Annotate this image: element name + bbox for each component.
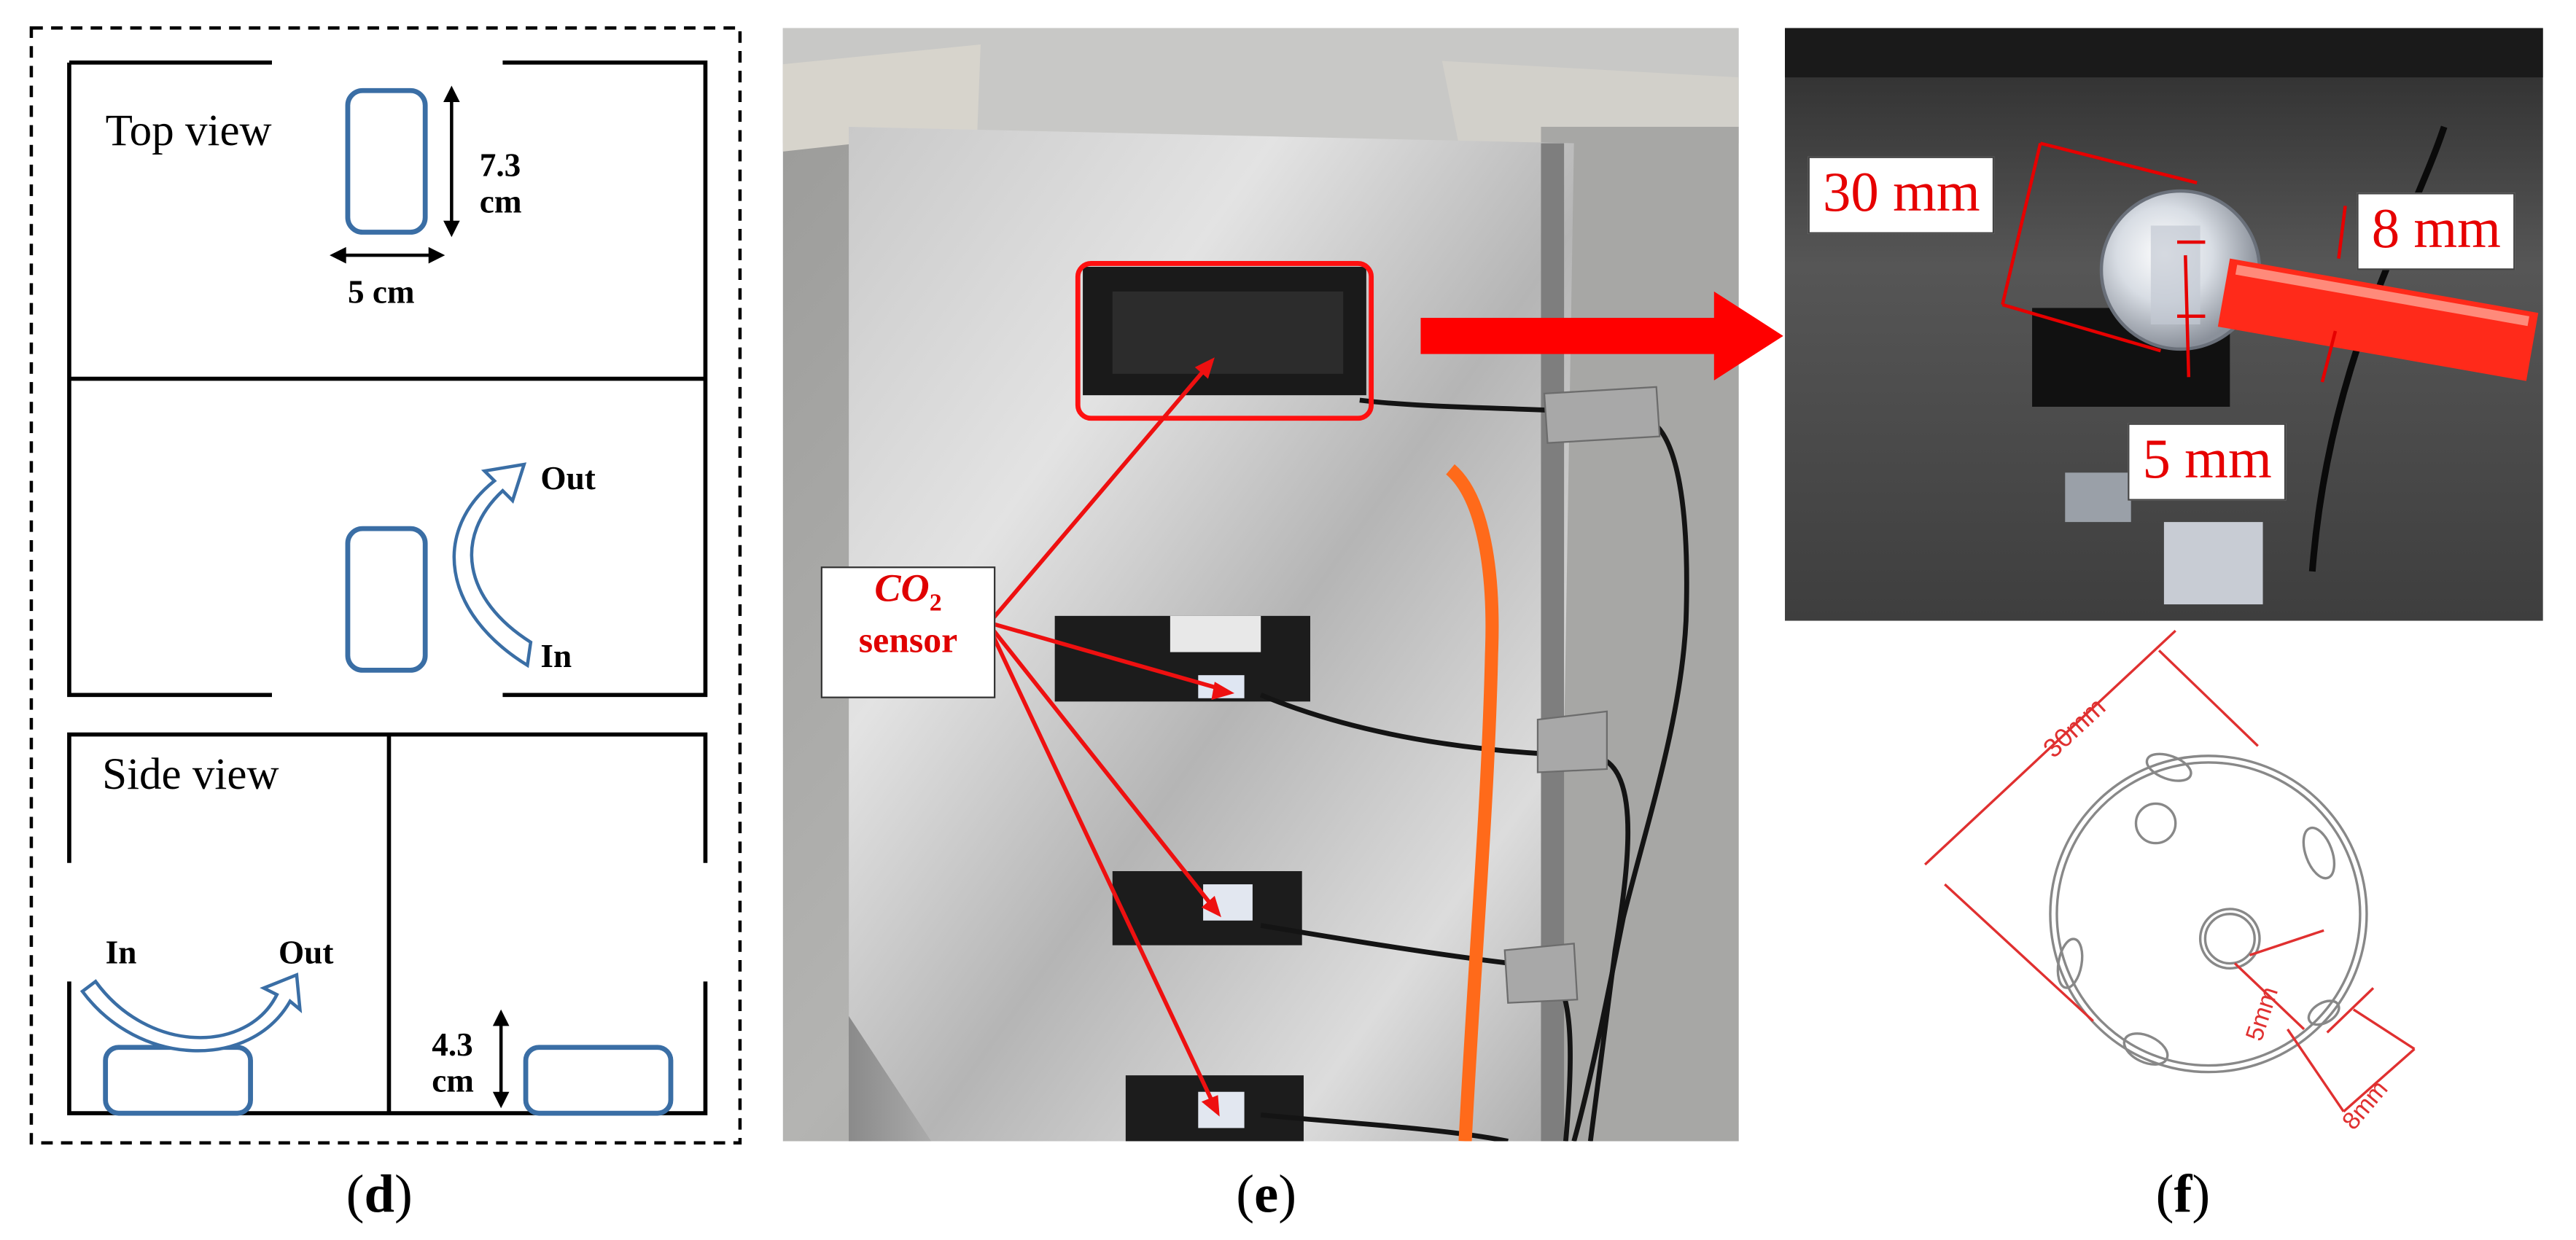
drawing-dim-lines <box>1923 629 2416 1113</box>
flow-in-top-label: In <box>540 639 572 676</box>
sensor-box-side-left <box>103 1045 253 1116</box>
sensor-box-side-right <box>523 1045 674 1116</box>
flow-arrow-side <box>79 972 303 1053</box>
photo-dim-tube: 8 mm <box>2357 192 2516 270</box>
bg-object-2 <box>2163 522 2263 605</box>
dashed-frame <box>29 26 742 1145</box>
dim-height-label: 7.3 cm <box>479 148 522 221</box>
dim-width-label: 5 cm <box>347 275 415 311</box>
panel-f-photo <box>1785 28 2543 621</box>
tape-pieces <box>1503 386 1661 1004</box>
photo-dim-hole: 5 mm <box>2128 423 2287 501</box>
bg-object-3 <box>2065 472 2131 523</box>
panel-label-f: (f) <box>2155 1166 2211 1225</box>
co2-sensor-label: CO2 sensor <box>820 566 996 698</box>
sensor-tag-4 <box>1198 1091 1245 1128</box>
flow-out-side-label: Out <box>279 935 334 972</box>
panel-label-d: (d) <box>346 1166 413 1225</box>
sensor-box-middle <box>345 526 428 673</box>
top-view-label: Top view <box>105 105 272 155</box>
flow-in-side-label: In <box>105 935 137 972</box>
dim-arrow-side-height <box>492 1009 510 1109</box>
red-tube <box>2217 258 2539 381</box>
sensor-box-top <box>345 87 428 235</box>
panel-f-drawing: 30mm 5mm 8mm <box>1923 629 2416 1135</box>
glass-edge <box>1785 28 2543 78</box>
window-1-inner <box>1112 291 1344 374</box>
panel-d-schematic <box>29 26 742 1145</box>
big-red-arrow <box>1420 291 1783 381</box>
drawing-dim-hole: 5mm <box>2241 983 2284 1044</box>
photo-dim-lines <box>2001 141 2347 383</box>
dim-side-height-label: 4.3 cm <box>432 1027 474 1101</box>
sensor-pointers <box>992 357 1235 1117</box>
tube-highlight <box>2235 265 2529 327</box>
sphere-outline <box>2049 752 2368 1074</box>
panel-label-e: (e) <box>1236 1166 1297 1225</box>
flow-out-top-label: Out <box>540 461 596 498</box>
panel-e-photo <box>782 28 1739 1142</box>
side-view-label: Side view <box>102 749 279 799</box>
orange-tube <box>1445 464 1499 1142</box>
drawing-dim-diameter: 30mm <box>2037 692 2111 763</box>
dim-arrow-height <box>443 85 460 238</box>
board-left <box>782 44 981 152</box>
photo-dim-diameter: 30 mm <box>1808 156 1996 234</box>
flow-arrow-top <box>452 462 533 668</box>
top-box-walls <box>67 61 708 698</box>
window-2-light <box>1170 615 1261 652</box>
drawing-dim-tube: 8mm <box>2337 1075 2394 1135</box>
highlight-box <box>1075 261 1374 421</box>
side-box-walls <box>67 732 708 1115</box>
dim-arrow-width <box>330 246 445 264</box>
